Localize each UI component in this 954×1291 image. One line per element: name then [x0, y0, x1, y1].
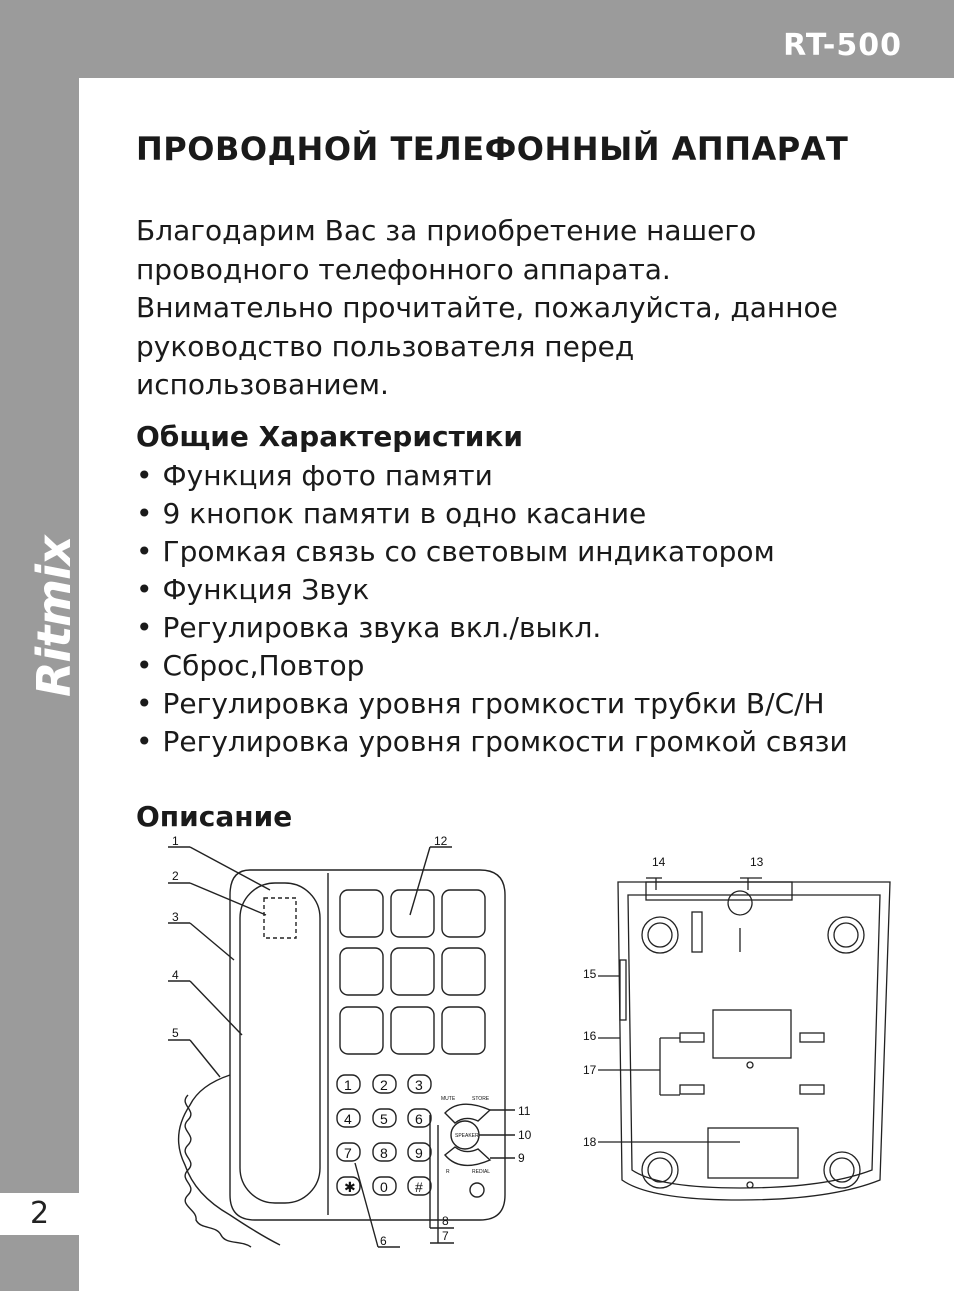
dial-key: 1 — [344, 1077, 352, 1093]
front-label: 2 — [172, 869, 179, 883]
phone-back-diagram: 13 14 15 16 17 18 — [583, 855, 891, 1201]
feature-item: 9 кнопок памяти в одно касание — [136, 495, 848, 533]
phone-front-diagram: 1 2 3 4 5 6 7 8 9 10 11 12 1 2 3 4 5 6 7… — [168, 835, 532, 1248]
feature-item: Громкая связь со световым индикатором — [136, 533, 848, 571]
dial-key: 5 — [380, 1111, 388, 1127]
feature-item: Сброс,Повтор — [136, 647, 848, 685]
mute-label: MUTE — [441, 1096, 456, 1102]
front-label: 12 — [434, 835, 448, 848]
back-label: 17 — [583, 1063, 597, 1077]
dial-key: 3 — [415, 1077, 423, 1093]
back-label: 13 — [750, 855, 764, 869]
store-label: STORE — [472, 1096, 490, 1102]
features-list: Функция фото памяти 9 кнопок памяти в од… — [136, 457, 848, 761]
brand-logo: Ritmix — [27, 536, 81, 697]
dial-key: 2 — [380, 1077, 388, 1093]
features-heading: Общие Характеристики — [136, 420, 524, 453]
page-number-box — [0, 1193, 79, 1235]
front-label: 8 — [442, 1214, 449, 1228]
page-title: ПРОВОДНОЙ ТЕЛЕФОННЫЙ АППАРАТ — [136, 130, 849, 168]
feature-item: Функция Звук — [136, 571, 848, 609]
back-label: 15 — [583, 967, 597, 981]
front-label: 7 — [442, 1229, 449, 1243]
speaker-label: SPEAKER — [455, 1133, 479, 1139]
front-label: 3 — [172, 910, 179, 924]
dial-key: 9 — [415, 1145, 423, 1161]
intro-paragraph: Благодарим Вас за приобретение нашего пр… — [136, 214, 838, 401]
redial-label: REDIAL — [472, 1169, 490, 1175]
dial-key: 8 — [380, 1145, 388, 1161]
back-label: 18 — [583, 1135, 597, 1149]
feature-item: Функция фото памяти — [136, 457, 848, 495]
page-number: 2 — [29, 1196, 50, 1231]
front-label: 6 — [380, 1234, 387, 1248]
r-label: R — [446, 1169, 450, 1175]
dial-key: 4 — [344, 1111, 352, 1127]
back-label: 16 — [583, 1029, 597, 1043]
front-label: 9 — [518, 1151, 525, 1165]
dial-key: 7 — [344, 1145, 352, 1161]
side-band — [0, 0, 79, 1291]
front-label: 10 — [518, 1128, 532, 1142]
header-band — [0, 0, 954, 78]
feature-item: Регулировка уровня громкости громкой свя… — [136, 723, 848, 761]
back-label: 14 — [652, 855, 666, 869]
feature-item: Регулировка звука вкл./выкл. — [136, 609, 848, 647]
description-heading: Описание — [136, 800, 293, 833]
feature-item: Регулировка уровня громкости трубки В/С/… — [136, 685, 848, 723]
front-label: 4 — [172, 968, 179, 982]
front-label: 11 — [518, 1104, 531, 1118]
model-name: RT-500 — [783, 28, 902, 63]
dial-key: 6 — [415, 1111, 423, 1127]
dial-key: ✱ — [344, 1179, 356, 1195]
dial-key: 0 — [380, 1179, 388, 1195]
front-label: 5 — [172, 1026, 179, 1040]
dial-key: # — [415, 1179, 423, 1195]
front-label: 1 — [172, 835, 179, 848]
